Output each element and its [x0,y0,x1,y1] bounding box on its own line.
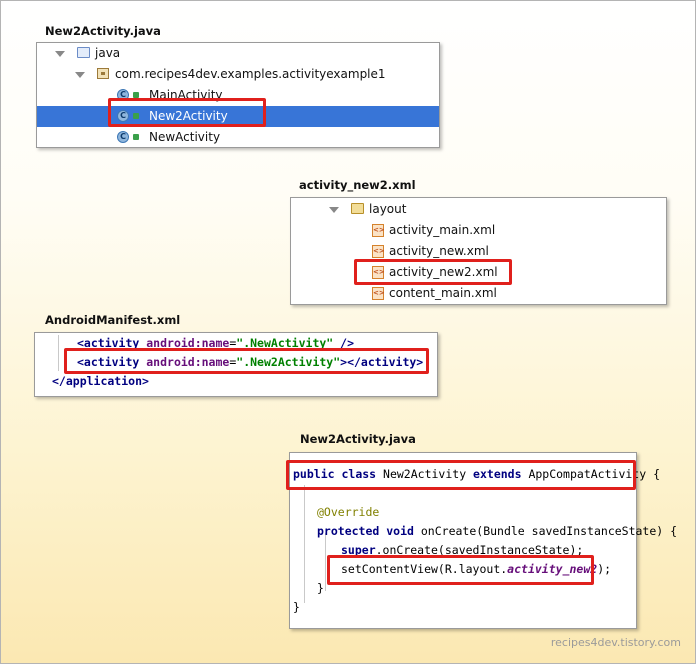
manifest-line-new2activity: <activity android:name=".New2Activity"><… [77,355,424,369]
code-line-oncreate: protected void onCreate(Bundle savedInst… [317,524,678,538]
tree-label-newactivity: NewActivity [149,130,221,144]
tree-row-activity-new2-xml[interactable]: <> activity_new2.xml [291,262,666,283]
expand-arrow-icon[interactable] [55,51,65,57]
access-lock-icon [133,113,139,119]
tree-row-new2activity[interactable]: C New2Activity [37,106,439,127]
manifest-line-newactivity: <activity android:name=".NewActivity" /> [77,336,354,350]
section-title-new2activity-java: New2Activity.java [45,24,161,38]
expand-arrow-icon[interactable] [329,207,339,213]
manifest-code-panel: <activity android:name=".NewActivity" />… [34,332,438,397]
tree-label-new2activity: New2Activity [149,109,228,123]
code-line-super-oncreate: super.onCreate(savedInstanceState); [341,543,584,557]
watermark-text: recipes4dev.tistory.com [550,636,681,649]
tree-label-activity-new-xml: activity_new.xml [389,244,489,258]
tree-row-activity-main-xml[interactable]: <> activity_main.xml [291,220,666,241]
highlight-box-setcontentview [327,555,594,585]
indent-guide [325,533,326,591]
indent-guide [58,335,59,371]
source-folder-icon [77,47,90,58]
xml-file-icon: <> [372,266,385,279]
tree-label-activity-main-xml: activity_main.xml [389,223,496,237]
highlight-box-new2activity [108,98,266,127]
access-lock-icon [133,134,139,140]
tree-row-java[interactable]: java [37,43,439,64]
section-title-activity-new2-xml: activity_new2.xml [299,178,416,192]
expand-arrow-icon[interactable] [75,72,85,78]
highlight-box-activity-new2-xml [354,259,512,285]
access-lock-icon [133,92,139,98]
xml-file-icon: <> [372,287,385,300]
layout-tree-panel: layout <> activity_main.xml <> activity_… [290,197,667,305]
indent-guide [304,485,305,603]
tree-row-content-main-xml[interactable]: <> content_main.xml [291,283,666,304]
java-code-panel: public class New2Activity extends AppCom… [289,452,677,629]
manifest-line-application-close: </application> [52,374,149,388]
code-line-override: @Override [317,505,380,519]
section-title-new2activity-java-code: New2Activity.java [300,432,416,446]
highlight-box-manifest-new2activity [64,348,429,374]
package-icon [97,68,109,79]
tree-row-layout[interactable]: layout [291,199,666,220]
class-icon: C [117,131,129,143]
code-line-close-class: } [293,600,300,614]
tree-label-activity-new2-xml: activity_new2.xml [389,265,498,279]
folder-icon [351,203,364,214]
tree-label-package: com.recipes4dev.examples.activityexample… [115,67,386,81]
section-title-androidmanifest-xml: AndroidManifest.xml [45,313,181,327]
tree-row-package[interactable]: com.recipes4dev.examples.activityexample… [37,64,439,85]
tree-label-content-main-xml: content_main.xml [389,286,497,300]
code-line-close-method: } [317,581,324,595]
tree-label-layout: layout [369,202,407,216]
code-line-class-declaration: public class New2Activity extends AppCom… [293,467,660,481]
project-tree-panel: java com.recipes4dev.examples.activityex… [36,42,440,148]
tree-row-activity-new-xml[interactable]: <> activity_new.xml [291,241,666,262]
code-line-setcontentview: setContentView(R.layout.activity_new2); [341,562,612,576]
class-icon: C [117,110,129,122]
tree-row-newactivity[interactable]: C NewActivity [37,127,439,148]
highlight-box-class-declaration [286,460,636,490]
xml-file-icon: <> [372,224,385,237]
tree-label-java: java [95,46,121,60]
xml-file-icon: <> [372,245,385,258]
